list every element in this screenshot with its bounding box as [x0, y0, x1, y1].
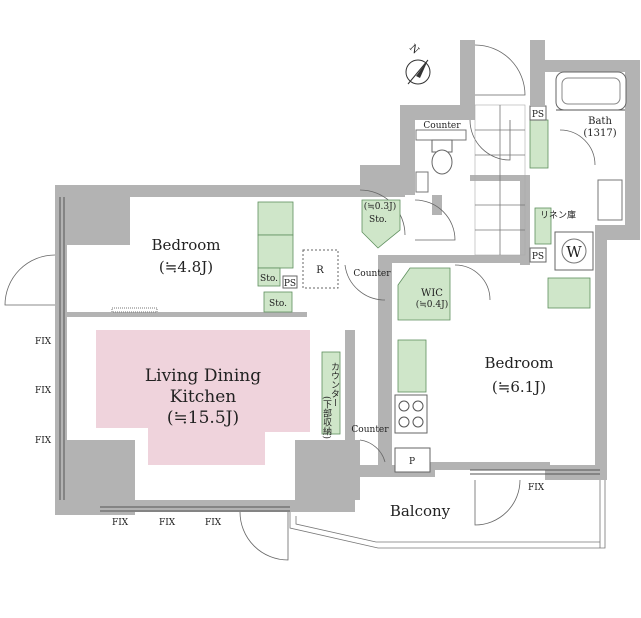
sto-corner-label: Sto.: [369, 215, 387, 225]
ldk-name-line1: Living Dining: [145, 366, 261, 386]
fix-label: FIX: [528, 483, 545, 493]
ps-box-3: [529, 247, 547, 263]
fix-label: FIX: [205, 518, 222, 528]
counter-kitchen-label: Counter: [351, 425, 389, 435]
compass: N: [405, 43, 431, 85]
wic-size: (≒0.4J): [416, 299, 448, 310]
bedroom-west-size: (≒4.8J): [159, 258, 213, 276]
bath-size: (1317): [583, 128, 616, 139]
counter-fridge-label: Counter: [353, 269, 391, 279]
ldk-floor-area: [96, 330, 310, 465]
counter-jp-sub-label: (下部収納): [321, 396, 332, 439]
linen-label: リネン庫: [540, 209, 576, 221]
fix-label: FIX: [35, 337, 52, 347]
sto-small1-label: Sto.: [260, 274, 278, 284]
counter-jp-label: カウンター: [329, 362, 340, 407]
ps2-label: PS: [532, 110, 544, 120]
wic-name: WIC: [421, 288, 443, 299]
pantry-label: P: [409, 457, 415, 467]
ldk-name-line2: Kitchen: [170, 387, 236, 407]
sto-small2-label: Sto.: [269, 299, 287, 309]
bedroom-east-name: Bedroom: [485, 354, 554, 372]
entry-tile-grid: [474, 104, 526, 256]
ps3-label: PS: [532, 252, 544, 262]
toilet: [415, 129, 467, 193]
ps-box-1: [282, 275, 298, 289]
bedroom-west-name: Bedroom: [152, 236, 221, 254]
fix-label: FIX: [159, 518, 176, 528]
ldk-size: (≒15.5J): [167, 408, 239, 428]
exterior-walls: [55, 40, 640, 515]
bath-area: [555, 71, 627, 111]
fix-label: FIX: [112, 518, 129, 528]
ps1-label: PS: [284, 279, 296, 289]
sto-corner-size: (≒0.3J): [364, 201, 396, 212]
fixtures: [111, 179, 623, 473]
compass-north-label: N: [407, 43, 421, 57]
bedroom-east-size: (≒6.1J): [492, 378, 546, 396]
balcony-name: Balcony: [390, 502, 451, 520]
fridge-label: R: [316, 265, 324, 276]
bath-name: Bath: [588, 116, 612, 127]
fix-label: FIX: [35, 386, 52, 396]
balcony-outline: [289, 480, 606, 549]
doors: [4, 44, 596, 561]
windows: [59, 197, 600, 512]
fix-label: FIX: [35, 436, 52, 446]
washer-label: W: [566, 243, 582, 261]
storage-blocks: [257, 119, 591, 435]
counter-toilet-label: Counter: [423, 121, 461, 131]
ps-box-2: [529, 105, 547, 121]
